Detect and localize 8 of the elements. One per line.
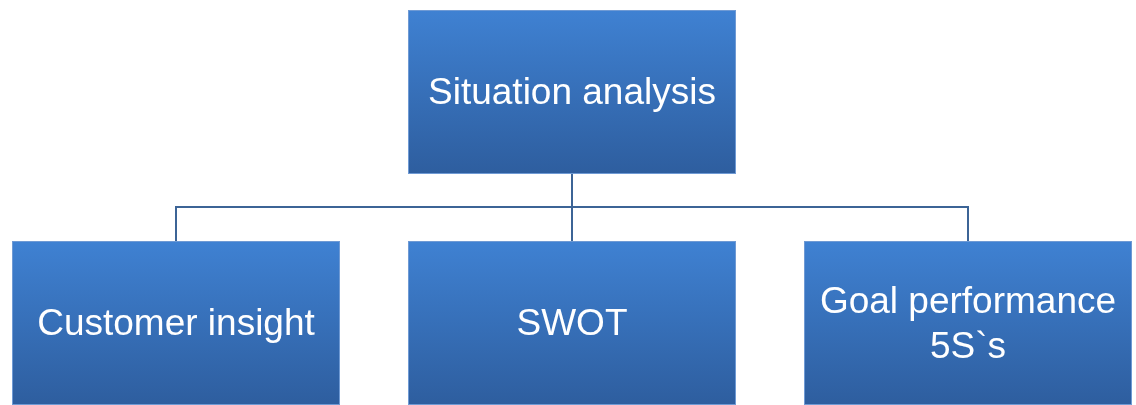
process-box <box>12 241 340 405</box>
box-label: Customer insight <box>37 301 315 346</box>
box-label: Situation analysis <box>428 70 716 115</box>
box-label: Goal performance 5S`s <box>818 278 1118 368</box>
process-box <box>408 241 736 405</box>
box-label: SWOT <box>516 301 628 346</box>
process-box <box>408 10 736 174</box>
process-box <box>804 241 1132 405</box>
